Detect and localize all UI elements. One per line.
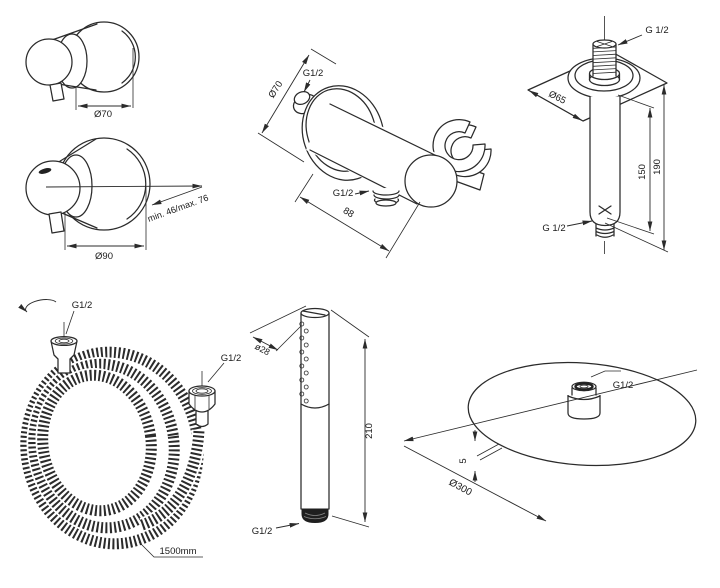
hose-coil-inner	[37, 369, 157, 517]
label-arm-bottom-thread: G 1/2	[542, 223, 565, 234]
dim-label-arm-plate-dia: Ø65	[547, 89, 568, 107]
label-hand-shower-thread: G1/2	[252, 526, 273, 537]
dim-label-hose-length: 1500mm	[160, 546, 197, 557]
handset-holder-clip	[432, 118, 486, 173]
hand-shower-body	[300, 312, 330, 510]
swivel-rotation-arrow	[18, 299, 57, 313]
hose-swivel-nut	[50, 340, 78, 374]
dim-label-arm-length: 150	[637, 164, 648, 180]
dim-label-front-diameter: Ø70	[94, 109, 112, 120]
arm-tube	[589, 96, 621, 227]
ceiling-arm-drawing: G 1/2 G 1/2 Ø65 150 190	[527, 16, 669, 254]
dim-label-elbow-length: 88	[341, 205, 356, 220]
hand-shower-drawing: ø28 210 G1/2	[249, 305, 375, 537]
dim-label-total-length: 190	[652, 159, 663, 175]
dim-label-hand-shower-dia: ø28	[253, 341, 271, 357]
dim-label-head-thickness: 5	[458, 458, 469, 463]
dim-label-hand-shower-length: 210	[364, 423, 375, 439]
elbow-end-cap	[404, 154, 458, 208]
label-elbow-outlet-thread: G1/2	[333, 188, 354, 199]
hose-end-nut	[188, 390, 216, 413]
mixer-knob	[25, 38, 73, 86]
dim-label-mount-depth: min. 46/max. 76	[146, 193, 210, 224]
nozzle-dots	[299, 321, 309, 404]
wall-elbow-drawing: Ø70 G1/2 G1/2 88	[257, 48, 492, 259]
concealed-mixer-drawing: Ø70 min. 46/max. 76 Ø90	[25, 21, 210, 262]
label-elbow-inlet-thread: G1/2	[303, 68, 324, 79]
label-hose-end-thread: G1/2	[221, 353, 242, 364]
mixer-knob-large	[25, 160, 81, 216]
shower-hose-drawing: G1/2 G1/2 1500mm	[18, 299, 242, 558]
label-hose-swivel-thread: G1/2	[72, 300, 93, 311]
dim-label-elbow-plate-dia: Ø70	[266, 79, 285, 100]
label-head-thread: G1/2	[613, 380, 634, 391]
dim-label-plate-diameter: Ø90	[95, 251, 113, 262]
outlet-thread	[375, 199, 397, 207]
label-arm-top-thread: G 1/2	[645, 25, 668, 36]
overhead-shower-drawing: G1/2 5 Ø300	[403, 361, 698, 522]
